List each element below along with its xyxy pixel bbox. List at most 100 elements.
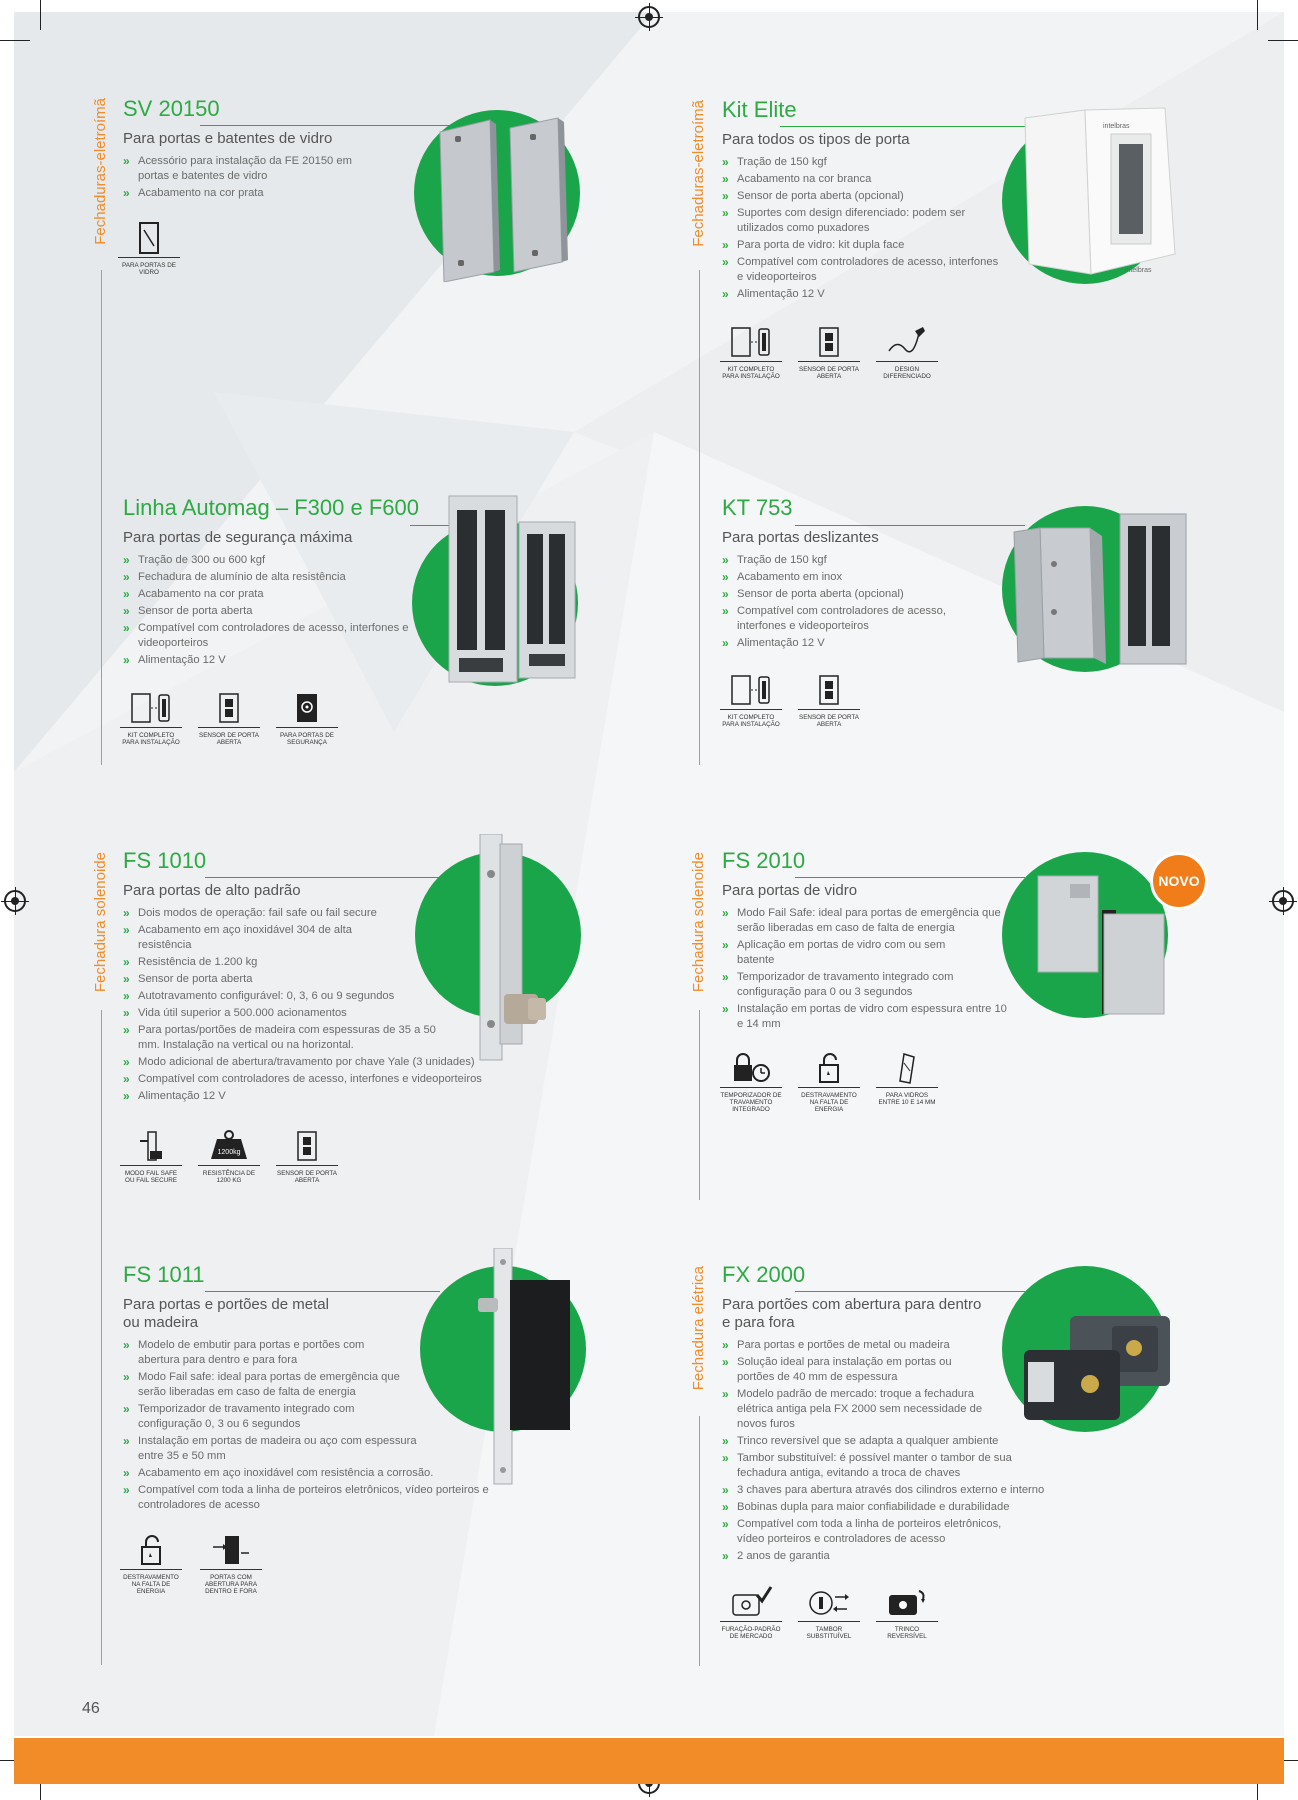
feature-item: Compatível com toda a linha de porteiros… (123, 1483, 543, 1513)
feature-item: Acabamento na cor prata (123, 186, 383, 201)
product-subtitle: Para portas de vidro (722, 882, 858, 899)
feature-item: Tração de 300 ou 600 kgf (123, 553, 423, 568)
crop-mark (0, 40, 30, 41)
crop-mark (40, 1770, 41, 1800)
crop-mark (1257, 0, 1258, 30)
feature-item: Suportes com design diferenciado: podem … (722, 206, 1007, 236)
feature-list: Tração de 150 kgf Acabamento em inox Sen… (722, 553, 992, 651)
product-title: SV 20150 (123, 96, 220, 121)
registration-mark-icon (1, 887, 29, 915)
product-title: Kit Elite (722, 97, 797, 122)
feature-item: Autotravamento configurável: 0, 3, 6 ou … (123, 989, 543, 1004)
feature-item: Compatível com controladores de acesso, … (123, 621, 423, 651)
feature-icons: Modo fail safe ou fail secure 1200kg Res… (120, 1126, 338, 1184)
reversible-latch-icon: Trinco reversível (876, 1582, 938, 1640)
feature-icons: Kit completo para instalação Sensor de p… (720, 322, 938, 380)
feature-icons: Destravamento na falta de energia Portas… (120, 1530, 262, 1595)
feature-item: Acabamento em aço inoxidável 304 de alta… (123, 923, 353, 953)
feature-item: Compatível com toda a linha de porteiros… (722, 1517, 1022, 1547)
security-door-icon: Para portas de segurança (276, 688, 338, 746)
product-title: Linha Automag – F300 e F600 (123, 495, 419, 520)
feature-item: Sensor de porta aberta (123, 604, 423, 619)
side-rule (699, 1010, 700, 1200)
product-kit-elite: Kit Elite Para todos os tipos de porta T… (722, 97, 1007, 304)
feature-icons: Furação-padrão de mercado Tambor substit… (720, 1582, 938, 1640)
side-rule (699, 270, 700, 765)
feature-item: Para portas/portões de madeira com espes… (123, 1023, 453, 1053)
feature-list: Tração de 300 ou 600 kgf Fechadura de al… (123, 553, 423, 668)
product-title: FS 1010 (123, 848, 207, 873)
feature-icons: Para portas de vidro (118, 218, 180, 276)
feature-item: Modo Fail Safe: ideal para portas de eme… (722, 906, 1012, 936)
product-fs2010: FS 2010 Para portas de vidro Modo Fail S… (722, 848, 1012, 1034)
fs1010-product-image (479, 834, 546, 1061)
door-in-out-icon: Portas com abertura para dentro e fora (200, 1530, 262, 1595)
product-title: FS 2010 (722, 848, 806, 873)
product-subtitle: Para portões com abertura para dentro e … (722, 1296, 982, 1331)
feature-item: Vida útil superior a 500.000 acionamento… (123, 1006, 543, 1021)
feature-item: Alimentação 12 V (123, 1089, 543, 1104)
feature-item: Aplicação em portas de vidro com ou sem … (722, 938, 952, 968)
door-sensor-icon: Sensor de porta aberta (198, 688, 260, 746)
feature-item: Tração de 150 kgf (722, 155, 1007, 170)
product-title: FS 1011 (123, 1262, 205, 1287)
door-sensor-icon: Sensor de porta aberta (798, 670, 860, 728)
product-fx2000: FX 2000 Para portões com abertura para d… (722, 1262, 1052, 1566)
new-badge: NOVO (1150, 852, 1208, 910)
feature-item: Compatível com controladores de acesso, … (722, 604, 992, 634)
feature-item: Temporizador de travamento integrado com… (123, 1402, 403, 1432)
fs2010-product-image (1037, 875, 1165, 1015)
timer-lock-icon: Temporizador de travamento integrado (720, 1048, 782, 1113)
page-number: 46 (82, 1700, 100, 1717)
feature-item: Fechadura de alumínio de alta resistênci… (123, 570, 423, 585)
design-pen-icon: Design diferenciado (876, 322, 938, 380)
feature-item: Alimentação 12 V (722, 287, 1007, 302)
replaceable-cylinder-icon: Tambor substituível (798, 1582, 860, 1640)
feature-item: Alimentação 12 V (123, 653, 423, 668)
feature-list: Tração de 150 kgf Acabamento na cor bran… (722, 155, 1007, 302)
title-rule (205, 1291, 440, 1292)
title-rule (795, 1291, 1025, 1292)
feature-item: Modelo de embutir para portas e portões … (123, 1338, 403, 1368)
feature-item: Acabamento em inox (722, 570, 992, 585)
feature-item: Tambor substituível: é possível manter o… (722, 1451, 1032, 1481)
feature-item: Para portas e portões de metal ou madeir… (722, 1338, 1052, 1353)
feature-item: Acabamento na cor branca (722, 172, 1007, 187)
side-label-solenoide-right: Fechadura solenoide (690, 852, 707, 993)
glass-door-icon: Para portas de vidro (118, 218, 180, 276)
brand-text: intelbras (1103, 123, 1130, 130)
glass-pane-icon: Para vidros entre 10 e 14 mm (876, 1048, 938, 1113)
side-label-eletroima-right: Fechaduras-eletroímã (690, 100, 707, 247)
feature-item: Instalação em portas de vidro com espess… (722, 1002, 1012, 1032)
product-subtitle: Para portas de segurança máxima (123, 529, 353, 546)
title-rule (795, 877, 1025, 878)
feature-list: Para portas e portões de metal ou madeir… (722, 1338, 1052, 1564)
product-title: FX 2000 (722, 1262, 806, 1287)
feature-item: Para porta de vidro: kit dupla face (722, 238, 1007, 253)
product-subtitle: Para todos os tipos de porta (722, 131, 910, 148)
feature-list: Modo Fail Safe: ideal para portas de eme… (722, 906, 1012, 1032)
side-label-eletrica: Fechadura elétrica (690, 1266, 707, 1391)
crop-mark (1257, 1770, 1258, 1800)
fail-mode-icon: Modo fail safe ou fail secure (120, 1126, 182, 1184)
product-subtitle: Para portas de alto padrão (123, 882, 301, 899)
feature-item: Trinco reversível que se adapta a qualqu… (722, 1434, 1052, 1449)
feature-list: Modelo de embutir para portas e portões … (123, 1338, 543, 1513)
feature-item: Acabamento na cor prata (123, 587, 423, 602)
install-kit-icon: Kit completo para instalação (720, 322, 782, 380)
feature-icons: Kit completo para instalação Sensor de p… (720, 670, 860, 728)
feature-item: Acabamento em aço inoxidável com resistê… (123, 1466, 543, 1481)
feature-item: Sensor de porta aberta (123, 972, 543, 987)
product-fs1010: FS 1010 Para portas de alto padrão Dois … (123, 848, 543, 1106)
door-sensor-icon: Sensor de porta aberta (798, 322, 860, 380)
feature-list: Acessório para instalação da FE 20150 em… (123, 154, 383, 201)
kit-elite-product-image: intelbras intelbras (1024, 107, 1176, 275)
feature-item: Resistência de 1.200 kg (123, 955, 543, 970)
product-sv20150: SV 20150 Para portas e batentes de vidro… (123, 96, 383, 203)
feature-item: Compatível com controladores de acesso, … (722, 255, 1007, 285)
product-subtitle: Para portas e batentes de vidro (123, 130, 333, 147)
install-kit-icon: Kit completo para instalação (720, 670, 782, 728)
footer-bar (14, 1738, 1284, 1784)
title-rule (780, 126, 1025, 127)
feature-item: Temporizador de travamento integrado com… (722, 970, 982, 1000)
